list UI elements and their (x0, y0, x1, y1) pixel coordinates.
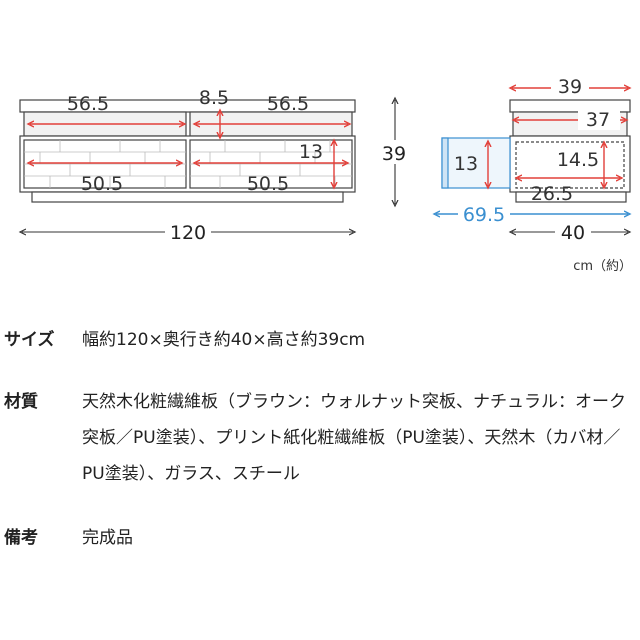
label-drawer-open-depth: 69.5 (463, 204, 505, 226)
dimension-diagram: 56.5 8.5 56.5 13 50.5 50.5 120 39 39 37 … (0, 76, 632, 274)
side-base (515, 191, 627, 203)
front-top-board (19, 99, 356, 113)
spec-note-label: 備考 (4, 528, 38, 548)
label-bg-total-height (380, 140, 410, 164)
label-side-drawer-height: 13 (454, 153, 478, 175)
label-bg-side-top-inner (578, 110, 620, 130)
spec-size-value: 幅約120×奥行き約40×高さ約39cm (82, 330, 366, 350)
front-base (31, 191, 344, 203)
spec-note-value: 完成品 (82, 528, 133, 548)
label-unit: cm（約） (573, 259, 632, 274)
spec-size-label: サイズ (4, 330, 55, 350)
label-side-inner-height: 14.5 (557, 149, 599, 171)
label-front-drawer-height: 13 (299, 141, 323, 163)
label-bg-side-top-outer (551, 76, 589, 96)
label-front-top-left: 56.5 (67, 93, 109, 115)
label-front-bottom-left: 50.5 (81, 173, 123, 195)
side-open-drawer (441, 137, 511, 189)
label-side-top-outer: 39 (558, 76, 582, 98)
label-front-top-middle: 8.5 (199, 87, 229, 109)
side-open-drawer-front (441, 137, 449, 189)
label-total-height: 39 (382, 143, 406, 165)
side-view (441, 99, 631, 203)
side-drawer-inner (515, 141, 625, 189)
spec-material-label: 材質 (4, 392, 38, 412)
label-side-top-inner: 37 (586, 109, 610, 131)
spec-material-value: 天然木化粧繊維板（ブラウン：ウォルナット突板、ナチュラル：オーク突板／PU塗装）… (82, 392, 626, 484)
label-bg-total-width (165, 222, 211, 242)
label-bg-total-depth (555, 222, 591, 242)
label-total-width: 120 (170, 222, 206, 244)
label-front-bottom-right: 50.5 (247, 173, 289, 195)
label-side-inner-depth: 26.5 (531, 183, 573, 205)
label-total-depth: 40 (561, 222, 585, 244)
label-front-top-right: 56.5 (267, 93, 309, 115)
label-bg-drawer-open-depth (458, 204, 510, 224)
